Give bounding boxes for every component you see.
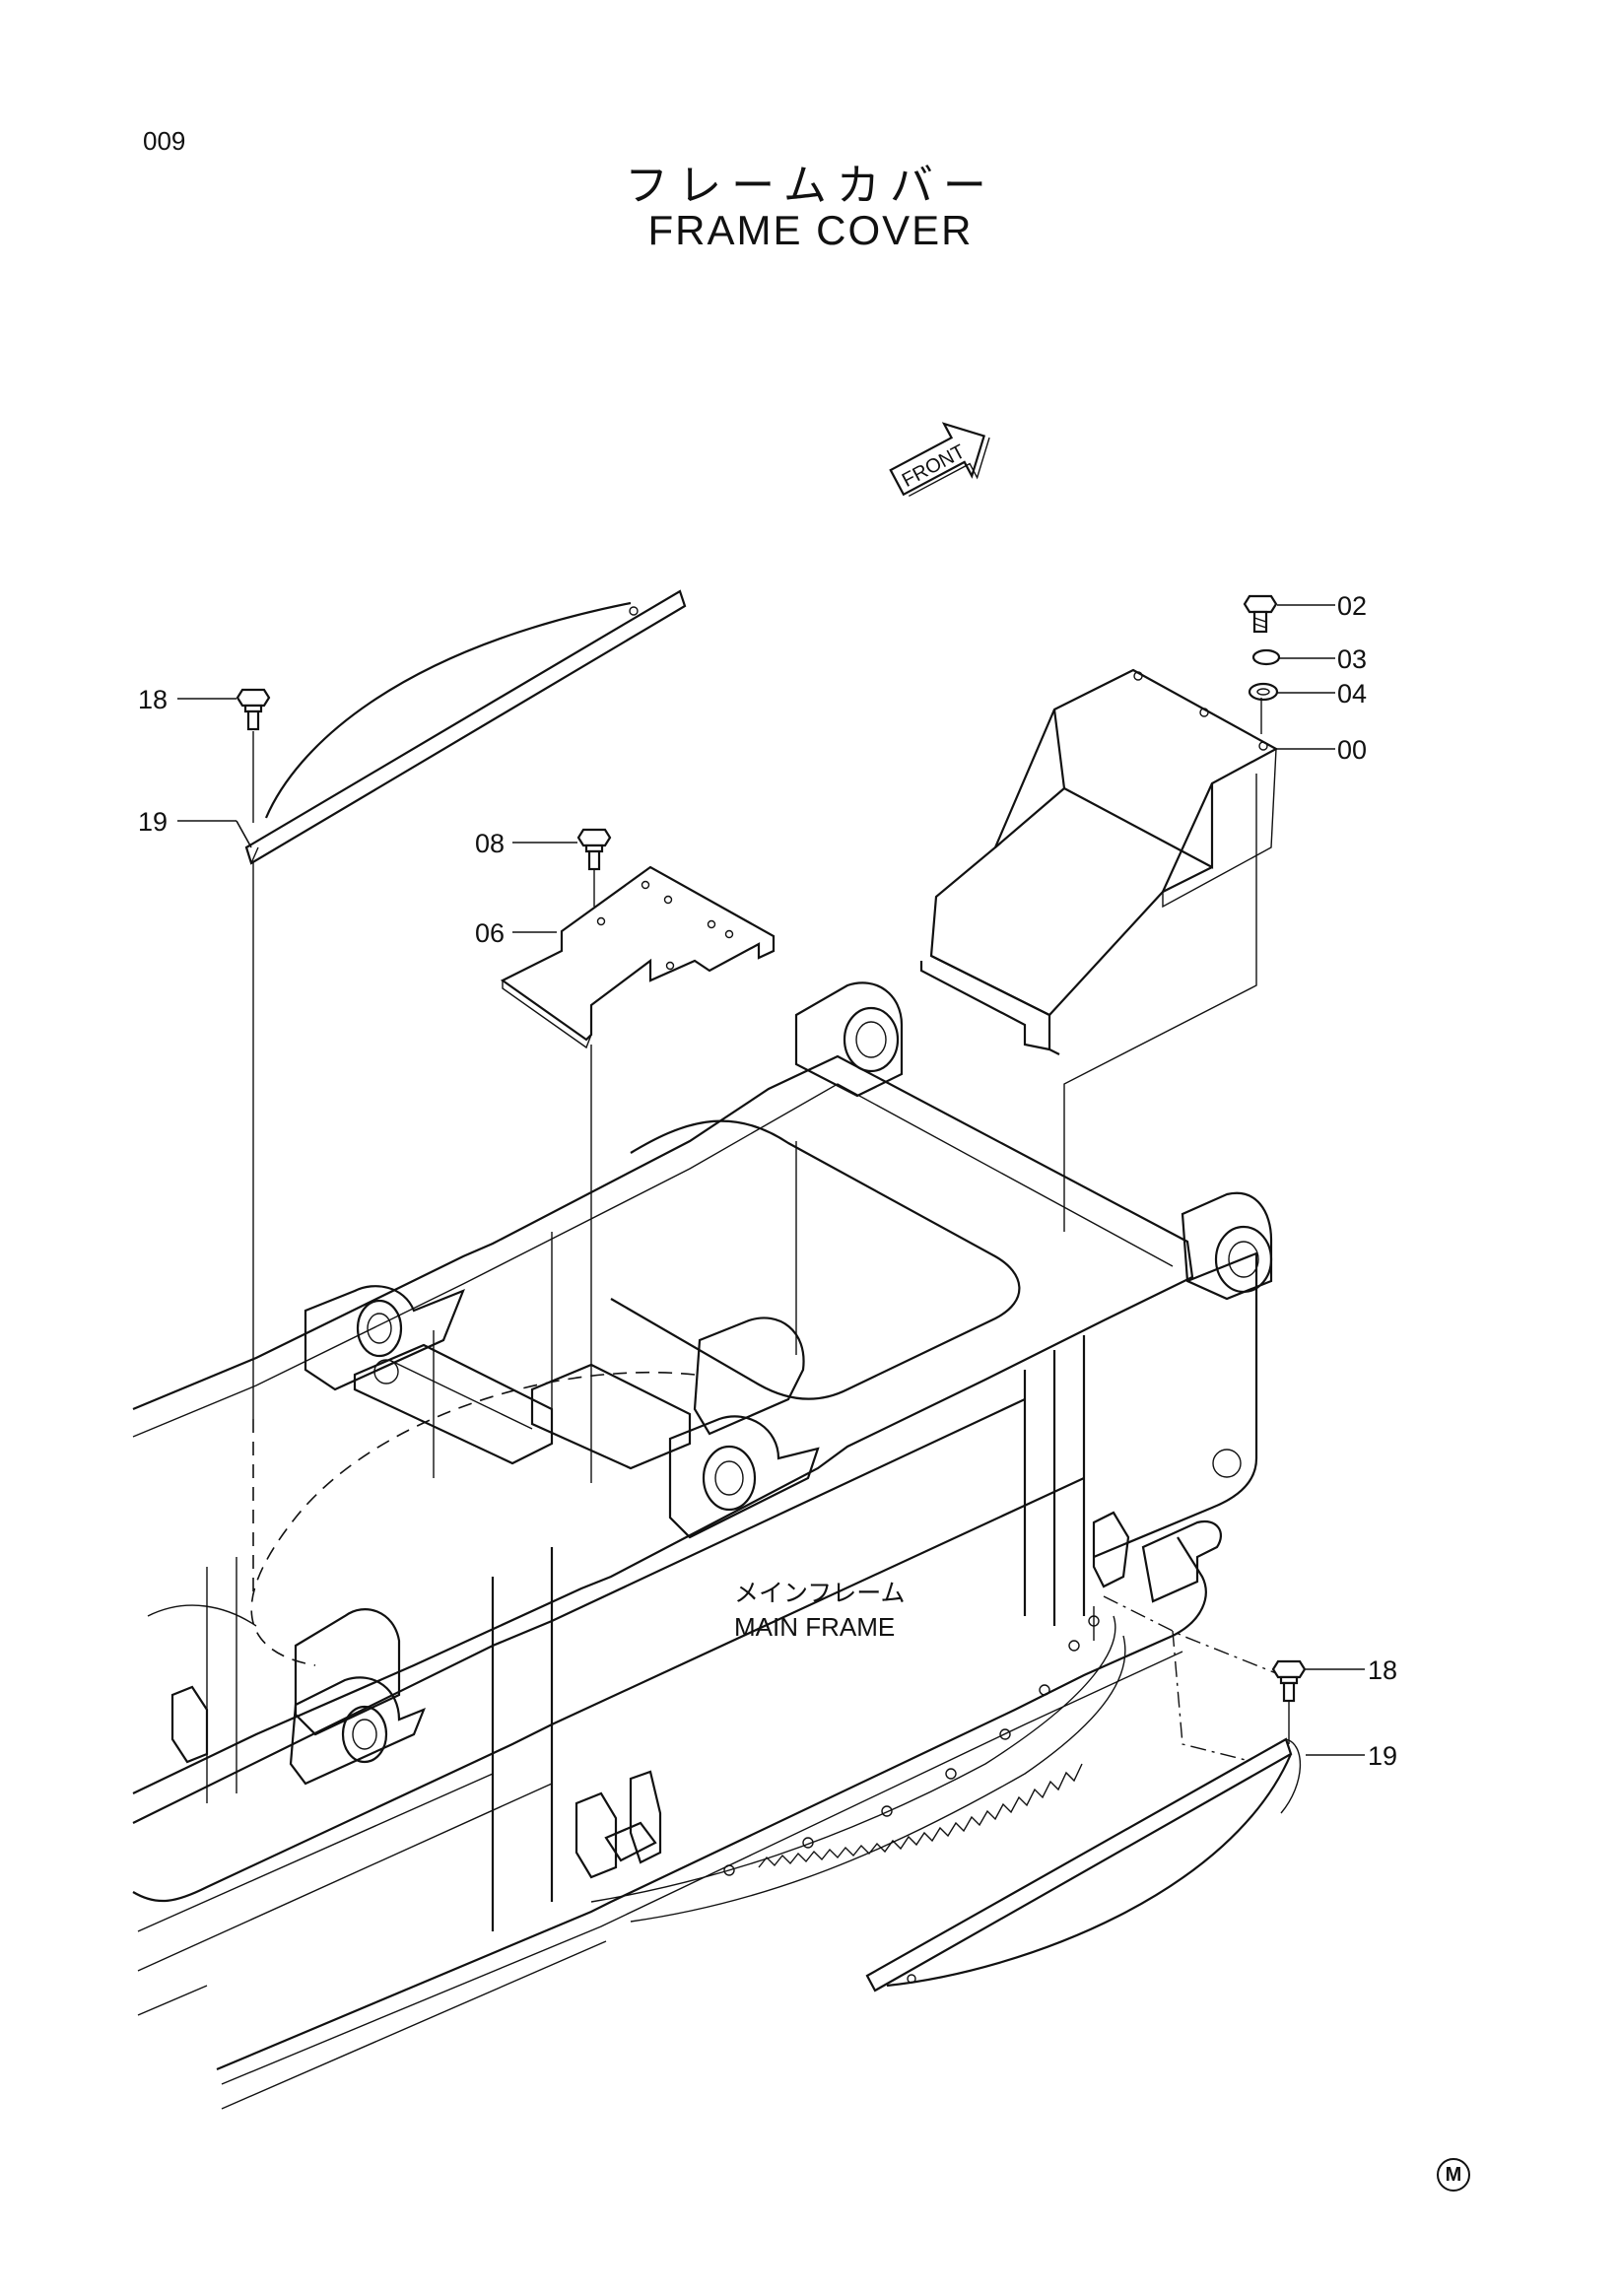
boom-boss-right [1181, 1191, 1273, 1301]
side-cover-lower [865, 1737, 1302, 1992]
main-frame [132, 981, 1292, 2110]
callout-19-upper: 19 [138, 807, 168, 837]
side-cover-upper [244, 589, 687, 865]
footer-mark-icon: M [1437, 2158, 1470, 2192]
bolt-08-icon [576, 828, 612, 871]
washer-04-icon [1248, 682, 1279, 702]
callout-02: 02 [1337, 591, 1367, 621]
stopper-left [574, 1770, 662, 1879]
bolt-18-lower-icon [1271, 1659, 1307, 1703]
frame-cover [919, 668, 1279, 1055]
title-japanese: フレームカバー [625, 161, 996, 211]
lug-left-1 [304, 1285, 465, 1391]
leader-lines [177, 604, 1365, 1756]
spring-washer-03-icon [1251, 648, 1281, 666]
callout-06: 06 [475, 918, 505, 948]
title-english: FRAME COVER [647, 207, 974, 253]
lug-center [668, 1317, 820, 1539]
callout-08: 08 [475, 829, 505, 858]
bolt-18-upper-icon [236, 688, 271, 731]
callout-00: 00 [1337, 735, 1367, 765]
callout-19-lower: 19 [1368, 1741, 1397, 1771]
front-arrow-icon: FRONT [889, 422, 990, 498]
gear-holes [723, 1615, 1100, 1876]
cover-plate [500, 865, 776, 1049]
bolt-02-icon [1243, 594, 1278, 634]
callout-18-upper: 18 [138, 685, 168, 714]
lug-left-2 [289, 1608, 426, 1786]
callout-03: 03 [1337, 644, 1367, 674]
callout-18-lower: 18 [1368, 1655, 1397, 1685]
stopper-right [1092, 1511, 1222, 1603]
page-number: 009 [143, 126, 186, 156]
main-frame-label-jp: メインフレーム [734, 1579, 906, 1607]
main-frame-label-en: MAIN FRAME [734, 1612, 895, 1642]
callout-04: 04 [1337, 679, 1367, 709]
boom-boss-left [794, 981, 904, 1098]
